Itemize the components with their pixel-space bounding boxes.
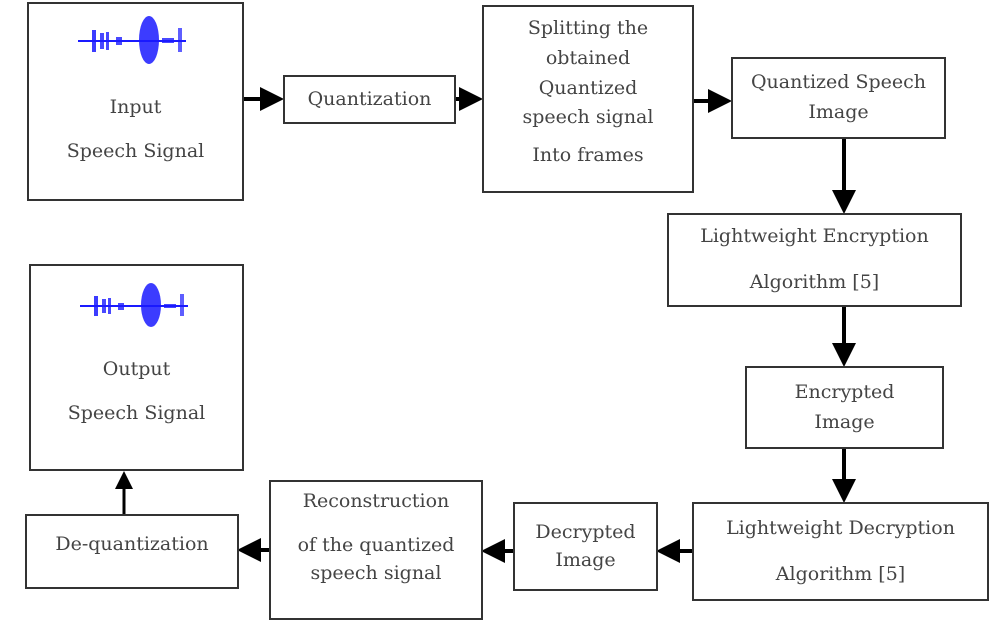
quantized-speech-image-box: Quantized Speech Image (731, 57, 946, 139)
dequantization-box: De-quantization (25, 514, 239, 589)
node-label-line: Output (102, 358, 171, 380)
node-label-line: Quantized Speech (750, 71, 927, 94)
waveform-icon (80, 283, 188, 327)
node-label-line: Image (555, 548, 616, 571)
output-speech-signal-box: Output Speech Signal (29, 264, 244, 471)
waveform-icon (78, 16, 186, 64)
quantization-box: Quantization (283, 75, 456, 124)
node-label-line: Splitting the (527, 17, 649, 39)
splitting-frames-box: Splitting the obtained Quantized speech … (482, 5, 694, 193)
node-label-line: Reconstruction (302, 490, 450, 512)
node-label-line: of the quantized (297, 533, 455, 556)
node-label-line: Speech Signal (66, 139, 205, 162)
node-label-line: obtained (545, 46, 631, 69)
node-label-line: Image (808, 101, 869, 123)
encrypted-image-box: Encrypted Image (745, 366, 944, 449)
node-label-line: Lightweight Decryption (726, 516, 955, 539)
node-label-line: speech signal (522, 106, 654, 129)
reconstruction-box: Reconstruction of the quantized speech s… (269, 480, 483, 620)
node-label-line: Quantized (538, 76, 638, 99)
node-label-line: Image (814, 410, 875, 433)
node-label-line: Into frames (532, 144, 644, 166)
node-label-line: Lightweight Encryption (700, 225, 929, 248)
node-label-line: Speech Signal (67, 401, 206, 424)
lightweight-encryption-box: Lightweight Encryption Algorithm [5] (667, 213, 962, 307)
input-speech-signal-box: Input Speech Signal (27, 2, 244, 201)
node-label-line: Encrypted (794, 380, 895, 403)
node-label-line: Algorithm [5] (749, 271, 880, 293)
node-label-line: speech signal (310, 561, 442, 584)
node-label-line: Quantization (307, 87, 432, 110)
node-label-line: Decrypted (535, 520, 636, 543)
node-label-line: Algorithm [5] (775, 562, 906, 585)
decrypted-image-box: Decrypted Image (513, 502, 658, 591)
lightweight-decryption-box: Lightweight Decryption Algorithm [5] (692, 502, 989, 601)
node-label-line: De-quantization (55, 533, 209, 555)
node-label-line: Input (109, 96, 162, 118)
